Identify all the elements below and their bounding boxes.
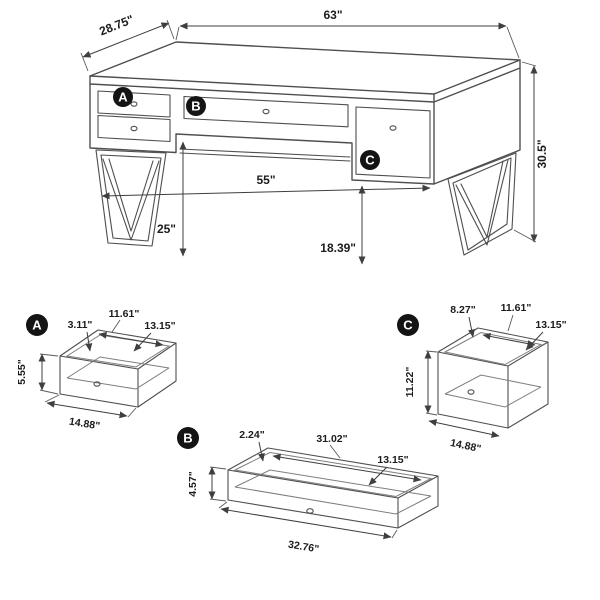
dim-b-inner-width: 31.02" xyxy=(272,433,422,483)
dim-b-inner-depth-label: 13.15" xyxy=(377,454,408,466)
marker-c-circle xyxy=(360,150,380,170)
dim-a-front-rail-label: 3.11" xyxy=(68,319,93,331)
marker-c-label: C xyxy=(365,153,375,168)
knob-icon xyxy=(93,381,101,387)
drawer-a-box xyxy=(59,329,177,408)
dim-b-inner-depth: 13.15" xyxy=(368,454,409,486)
drawer-c-detail: C 8.27" 11.61" 13.15" 11.22" xyxy=(397,302,567,455)
marker-a-label: A xyxy=(118,90,128,105)
knob-icon xyxy=(130,101,138,107)
drawer-a-detail: A 5.55" 14.88" 3.11" 11.61" xyxy=(16,308,177,433)
desk-top-slab-edge xyxy=(89,59,521,103)
dim-b-height: 4.57" xyxy=(187,466,227,502)
dim-knee-height: 25" xyxy=(157,141,187,257)
dim-overall-depth: 28.75" xyxy=(80,12,175,72)
dim-c-height-label: 11.22" xyxy=(404,367,416,398)
drawer-c-box xyxy=(437,327,549,429)
desk-body xyxy=(89,67,521,185)
marker-b-detail-label: B xyxy=(183,431,192,446)
knob-icon xyxy=(130,125,138,132)
drawer-front-top-left xyxy=(97,90,171,118)
dim-inner-width-label: 55" xyxy=(256,173,275,187)
dim-knee-height-label: 25" xyxy=(157,222,176,236)
dim-inner-width: 55" xyxy=(101,173,431,200)
marker-b-detail-circle xyxy=(177,427,199,449)
dim-c-inner-depth-label: 13.15" xyxy=(535,319,566,331)
dim-drawer-clearance-label: 18.39" xyxy=(320,241,356,255)
dim-b-outer-width: 32.76" xyxy=(218,501,398,556)
dim-overall-depth-label: 28.75" xyxy=(97,12,135,38)
marker-b: B xyxy=(186,96,206,116)
dim-a-inner-width-label: 11.61" xyxy=(109,308,140,320)
dim-b-outer-width-label: 32.76" xyxy=(287,539,320,556)
drawer-front-center xyxy=(183,95,349,128)
desk-right-leg xyxy=(447,152,517,256)
marker-a-detail-label: A xyxy=(32,318,42,333)
marker-a-detail: A xyxy=(26,314,48,336)
marker-c-detail-circle xyxy=(397,314,419,336)
marker-b-circle xyxy=(186,96,206,116)
dim-a-inner-depth: 13.15" xyxy=(133,320,176,352)
dim-a-height: 5.55" xyxy=(16,353,59,395)
drawer-front-bottom-left xyxy=(97,114,171,143)
marker-a: A xyxy=(113,87,133,107)
marker-a-detail-circle xyxy=(26,314,48,336)
dim-overall-height-label: 30.5" xyxy=(535,139,549,168)
dim-a-inner-depth-label: 13.15" xyxy=(144,320,175,332)
marker-b-detail: B xyxy=(177,427,199,449)
dim-c-outer-width: 14.88" xyxy=(428,419,500,455)
dim-overall-width-label: 63" xyxy=(323,8,342,22)
dim-c-inner-depth: 13.15" xyxy=(525,319,567,351)
marker-c-detail-label: C xyxy=(403,318,413,333)
dim-b-height-label: 4.57" xyxy=(187,471,199,496)
knob-icon xyxy=(467,389,475,395)
desk-back-rail xyxy=(179,148,351,162)
dim-c-inner-width-label: 11.61" xyxy=(501,302,532,314)
dim-b-front-rail: 2.24" xyxy=(239,429,265,462)
desk-top-face xyxy=(89,41,521,95)
desk-left-leg xyxy=(95,149,167,247)
drawer-b-detail: B 2.24" 31.02" 13.15" 4.57" xyxy=(177,427,439,556)
marker-c-detail: C xyxy=(397,314,419,336)
marker-b-label: B xyxy=(191,99,200,114)
dim-c-front-rail: 8.27" xyxy=(450,304,476,338)
dim-c-front-rail-label: 8.27" xyxy=(450,304,475,316)
dim-a-outer-width-label: 14.88" xyxy=(68,416,101,433)
dim-a-height-label: 5.55" xyxy=(16,359,28,384)
marker-a-circle xyxy=(113,87,133,107)
desk-isometric-view: A B C 63" 28.75" 30.5" xyxy=(80,8,549,265)
dim-a-front-rail: 3.11" xyxy=(68,319,93,352)
dim-a-inner-width: 11.61" xyxy=(98,308,164,348)
dim-c-outer-width-label: 14.88" xyxy=(449,437,482,455)
knob-icon xyxy=(306,508,314,514)
dim-b-inner-width-label: 31.02" xyxy=(316,433,347,445)
dim-overall-height: 30.5" xyxy=(513,61,549,243)
knob-icon xyxy=(262,108,270,115)
dim-c-height: 11.22" xyxy=(404,350,438,416)
dim-overall-width: 63" xyxy=(175,8,520,59)
marker-c: C xyxy=(360,150,380,170)
dim-drawer-clearance: 18.39" xyxy=(320,185,366,265)
drawer-front-right xyxy=(355,106,431,179)
dim-b-front-rail-label: 2.24" xyxy=(239,429,264,441)
dim-a-outer-width: 14.88" xyxy=(44,394,137,433)
knob-icon xyxy=(389,125,397,131)
